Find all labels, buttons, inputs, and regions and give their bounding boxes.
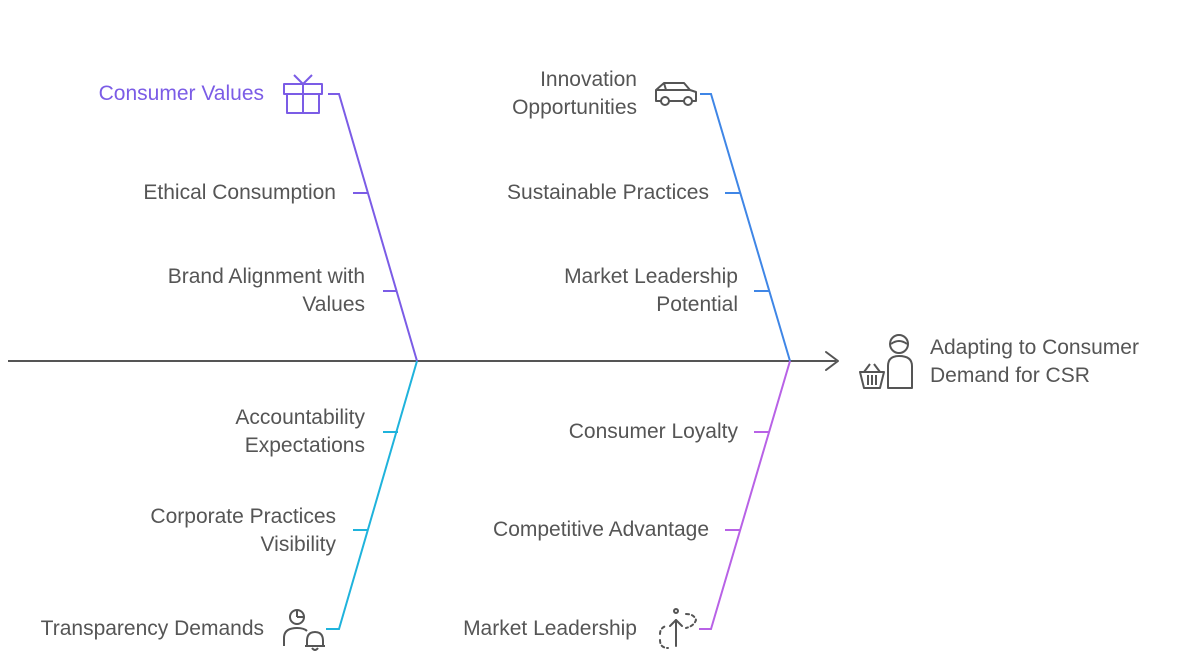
category-title-transparency: Transparency Demands xyxy=(40,617,264,640)
cause-consumer-loyalty-line1: Consumer Loyalty xyxy=(568,420,738,443)
effect-label-line2: Demand for CSR xyxy=(930,364,1090,387)
cause-corporate-practices-line1: Corporate Practices xyxy=(150,505,336,528)
cause-brand-alignment-line1: Brand Alignment with xyxy=(167,265,365,288)
cause-accountability-line2: Expectations xyxy=(244,434,365,457)
cause-sustainable-practices: Sustainable Practices xyxy=(507,179,709,207)
growth-arrow-icon xyxy=(659,608,697,649)
cause-ethical-consumption-line1: Ethical Consumption xyxy=(143,181,336,204)
category-title-consumer-values: Consumer Values xyxy=(98,82,264,105)
cause-competitive-advantage-line1: Competitive Advantage xyxy=(493,518,709,541)
category-title-innovation-line2: Opportunities xyxy=(512,96,637,119)
cause-market-leadership-potential-line1: Market Leadership xyxy=(564,265,738,288)
cause-market-leadership-potential: Market Leadership Potential xyxy=(564,263,738,319)
gift-icon xyxy=(283,74,323,114)
shopping-basket-person-icon xyxy=(859,334,913,389)
effect-label: Adapting to Consumer Demand for CSR xyxy=(930,334,1139,390)
spine-arrowhead xyxy=(825,351,839,371)
cause-brand-alignment-line2: Values xyxy=(302,293,365,316)
bone-innovation xyxy=(700,93,791,362)
bone-transparency xyxy=(326,360,418,630)
cause-corporate-practices-line2: Visibility xyxy=(260,533,336,556)
category-title-market-leadership: Market Leadership xyxy=(463,617,637,640)
cause-accountability: Accountability Expectations xyxy=(235,404,365,460)
person-chart-bell-icon xyxy=(283,609,325,651)
bone-consumer-values xyxy=(328,93,418,362)
cause-sustainable-practices-line1: Sustainable Practices xyxy=(507,181,709,204)
cause-consumer-loyalty: Consumer Loyalty xyxy=(569,418,738,446)
cause-market-leadership-potential-line2: Potential xyxy=(656,293,738,316)
cause-brand-alignment: Brand Alignment with Values xyxy=(168,263,365,319)
cause-ethical-consumption: Ethical Consumption xyxy=(143,179,336,207)
effect-label-line1: Adapting to Consumer xyxy=(930,336,1139,359)
bone-market-leadership xyxy=(699,360,791,630)
cause-corporate-practices: Corporate Practices Visibility xyxy=(150,503,336,559)
cause-accountability-line1: Accountability xyxy=(235,406,365,429)
car-icon xyxy=(655,82,697,106)
cause-competitive-advantage: Competitive Advantage xyxy=(493,516,709,544)
category-title-innovation: Innovation Opportunities xyxy=(512,66,637,122)
category-title-innovation-line1: Innovation xyxy=(540,68,637,91)
